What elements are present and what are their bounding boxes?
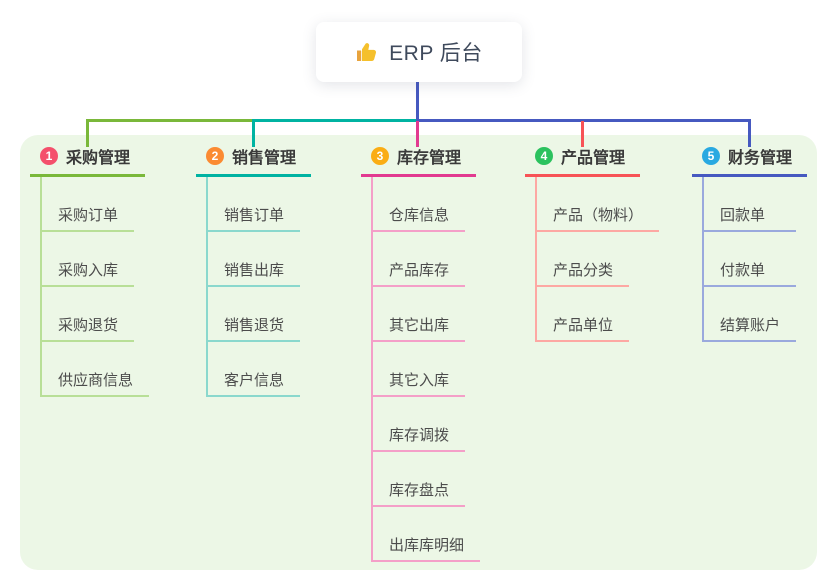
branch-number-badge: 4: [535, 147, 553, 165]
branch-inventory: 3 库存管理 仓库信息 产品库存 其它出库 其它入库 库存调拨 库存盘点 出库库…: [361, 146, 481, 562]
child-node[interactable]: 销售出库: [206, 259, 301, 287]
drop-connector-inventory: [416, 121, 419, 147]
child-node[interactable]: 产品库存: [371, 259, 466, 287]
children-connector-line: [702, 177, 704, 342]
branch-product: 4 产品管理 产品（物料） 产品分类 产品单位: [525, 146, 660, 342]
branch-children: 仓库信息 产品库存 其它出库 其它入库 库存调拨 库存盘点 出库库明细: [371, 177, 481, 562]
child-node[interactable]: 其它出库: [371, 314, 466, 342]
branch-number-badge: 1: [40, 147, 58, 165]
branch-label: 产品管理: [561, 150, 626, 167]
drop-connector-product: [581, 121, 584, 147]
children-connector-line: [535, 177, 537, 342]
child-node[interactable]: 仓库信息: [371, 204, 466, 232]
root-connector: [416, 82, 419, 120]
branch-purchase: 1 采购管理 采购订单 采购入库 采购退货 供应商信息: [30, 146, 150, 397]
child-node[interactable]: 产品（物料）: [535, 204, 660, 232]
drop-connector-sales: [252, 119, 255, 147]
thumbs-up-icon: [355, 40, 379, 64]
branch-children: 销售订单 销售出库 销售退货 客户信息: [206, 177, 301, 397]
branch-node-purchase[interactable]: 1 采购管理: [30, 146, 145, 177]
child-node[interactable]: 产品单位: [535, 314, 630, 342]
branch-label: 财务管理: [728, 150, 793, 167]
branch-children: 回款单 付款单 结算账户: [702, 177, 797, 342]
child-node[interactable]: 客户信息: [206, 369, 301, 397]
child-node[interactable]: 回款单: [702, 204, 796, 232]
child-node[interactable]: 其它入库: [371, 369, 466, 397]
child-node[interactable]: 销售退货: [206, 314, 301, 342]
child-node[interactable]: 产品分类: [535, 259, 630, 287]
child-node[interactable]: 采购入库: [40, 259, 135, 287]
branch-number-badge: 3: [371, 147, 389, 165]
branch-number-badge: 5: [702, 147, 720, 165]
child-node[interactable]: 库存盘点: [371, 479, 466, 507]
branch-node-sales[interactable]: 2 销售管理: [196, 146, 311, 177]
root-node[interactable]: ERP 后台: [316, 22, 522, 82]
children-connector-line: [40, 177, 42, 397]
branch-node-inventory[interactable]: 3 库存管理: [361, 146, 476, 177]
bus-segment-finance: [416, 119, 751, 122]
branch-sales: 2 销售管理 销售订单 销售出库 销售退货 客户信息: [196, 146, 311, 397]
branch-label: 采购管理: [66, 150, 131, 167]
child-node[interactable]: 采购订单: [40, 204, 135, 232]
children-connector-line: [206, 177, 208, 397]
drop-connector-finance: [748, 119, 751, 147]
bus-segment-purchase: [86, 119, 253, 122]
branch-label: 库存管理: [397, 150, 462, 167]
root-node-label: ERP 后台: [389, 42, 483, 65]
bus-segment-sales: [252, 119, 417, 122]
child-node[interactable]: 供应商信息: [40, 369, 150, 397]
child-node[interactable]: 结算账户: [702, 314, 797, 342]
branch-node-product[interactable]: 4 产品管理: [525, 146, 640, 177]
branch-children: 产品（物料） 产品分类 产品单位: [535, 177, 660, 342]
child-node[interactable]: 出库库明细: [371, 534, 481, 562]
children-connector-line: [371, 177, 373, 562]
child-node[interactable]: 付款单: [702, 259, 796, 287]
child-node[interactable]: 销售订单: [206, 204, 301, 232]
child-node[interactable]: 库存调拨: [371, 424, 466, 452]
branch-node-finance[interactable]: 5 财务管理: [692, 146, 807, 177]
child-node[interactable]: 采购退货: [40, 314, 135, 342]
branch-finance: 5 财务管理 回款单 付款单 结算账户: [692, 146, 807, 342]
branch-label: 销售管理: [232, 150, 297, 167]
branches-panel: [20, 135, 817, 570]
drop-connector-purchase: [86, 119, 89, 147]
branch-children: 采购订单 采购入库 采购退货 供应商信息: [40, 177, 150, 397]
branch-number-badge: 2: [206, 147, 224, 165]
